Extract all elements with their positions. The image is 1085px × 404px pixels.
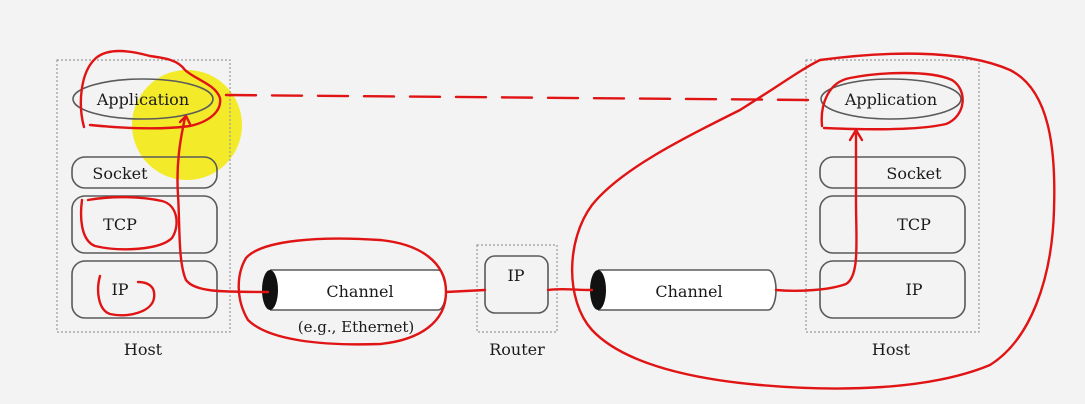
annotation-right-data-path [774,132,858,292]
right-ip-layer [819,260,966,319]
yellow-highlight [132,70,242,180]
right-tcp-label: TCP [897,215,931,234]
annotation-left-application-loop [79,49,222,130]
annotation-left-ip-loop [96,274,156,317]
left-application-label: Application [96,90,189,109]
right-application-label: Application [844,90,937,109]
router-ip-layer [484,255,549,314]
annotation-right-side-loop [570,52,1056,390]
left-channel-sublabel: (e.g., Ethernet) [298,318,415,336]
left-application-layer [72,78,214,120]
annotation-left-arrow-head [178,114,192,126]
right-host-border [805,59,980,333]
left-host-border [56,59,231,333]
annotation-left-data-path [176,116,270,294]
left-host: Application Socket TCP IP Host [56,59,231,359]
left-channel-end [262,270,278,310]
right-ip-label: IP [905,280,922,299]
right-host: Application Socket TCP IP Host [805,59,980,359]
router-ip-label: IP [507,266,524,285]
red-annotations [79,49,1056,390]
router-label: Router [489,340,545,359]
left-channel-label: Channel [326,282,393,301]
right-host-label: Host [872,340,911,359]
annotation-left-tcp-loop [79,195,178,251]
right-socket-label: Socket [886,164,942,183]
left-host-label: Host [124,340,163,359]
annotation-link-to-router [444,288,487,294]
left-socket-layer [71,156,218,189]
right-channel-label: Channel [655,282,722,301]
left-tcp-layer [71,195,218,254]
annotation-right-application-loop [820,71,964,131]
left-ip-label: IP [111,280,128,299]
router: IP Router [476,244,558,359]
router-border [476,244,558,333]
left-ip-layer [71,260,218,319]
left-channel: Channel (e.g., Ethernet) [262,269,447,336]
left-tcp-label: TCP [103,215,137,234]
right-channel: Channel [590,269,777,311]
right-tcp-layer [819,195,966,254]
annotation-left-channel-loop [237,237,448,346]
right-socket-layer [819,156,966,189]
left-socket-label: Socket [92,164,148,183]
right-application-layer [820,78,962,120]
annotation-peer-dashed-line [224,93,810,102]
annotation-link-from-router [546,287,594,292]
right-channel-end [590,270,606,310]
